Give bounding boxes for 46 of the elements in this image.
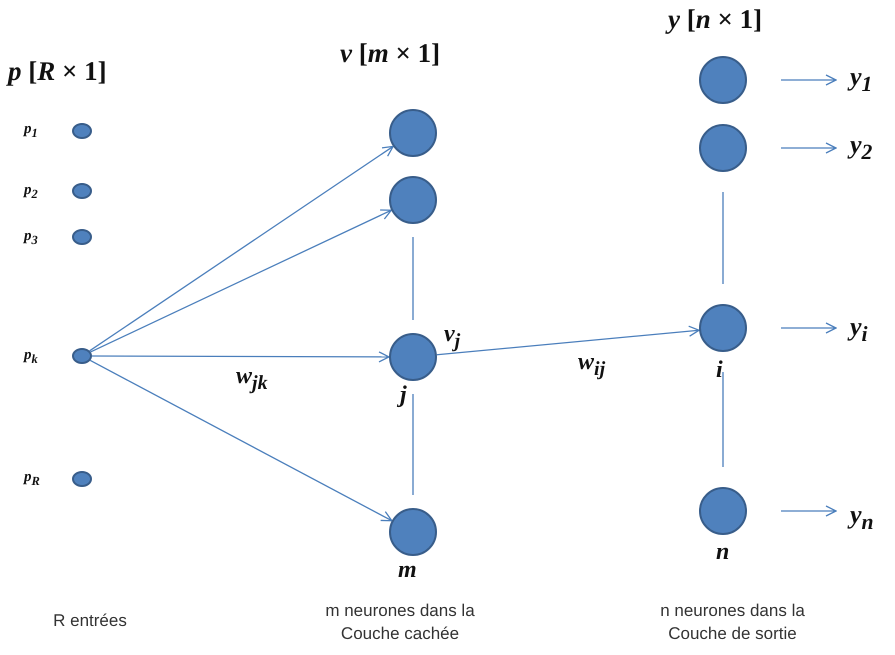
arrow [781,142,837,154]
neuron-circle [699,487,747,535]
neuron-circle [699,56,747,104]
weight-label: w$_{ij}$ [578,350,606,379]
arrow [92,351,390,363]
neuron-index-label: i [716,358,723,382]
connector-line [412,394,414,495]
neuron-index-label: v$_{j}$ [444,322,460,351]
connector-line [412,237,414,320]
neuron-circle [389,176,437,224]
output-label: y$_{n}$ [850,500,874,529]
output-label: y$_{2}$ [850,130,872,159]
neuron-index-label: m [398,558,417,582]
neuron-circle [389,109,437,157]
input-label: p$_{R}$ [24,470,40,488]
arrow [436,326,700,356]
input-node-dot [72,348,92,364]
input-node-dot [72,229,92,245]
input-node-dot [72,123,92,139]
neuron-index-label: n [716,540,730,564]
arrow [90,360,392,522]
arrow [781,322,837,334]
arrow [90,209,392,353]
vector-dimension-label: v [m × 1] [340,40,440,67]
weight-label: w$_{jk}$ [236,364,268,393]
connector-line [722,192,724,284]
arrow [781,505,837,517]
vector-dimension-label: p [R × 1] [8,58,107,85]
neuron-circle [699,124,747,172]
layer-caption: m neurones dans la Couche cachée [324,600,476,645]
neuron-circle [699,304,747,352]
layer-caption: n neurones dans la Couche de sortie [659,600,806,645]
input-label: p$_{k}$ [24,348,38,366]
connector-line [722,372,724,467]
output-label: y$_{i}$ [850,312,868,341]
arrow [781,74,837,86]
layer-caption: R entrées [52,610,128,632]
input-label: p$_{1}$ [24,122,38,140]
neuron-circle [389,333,437,381]
output-label: y$_{1}$ [850,62,872,91]
neuron-circle [389,508,437,556]
arrow [89,146,394,352]
input-label: p$_{2}$ [24,183,38,200]
input-label: p$_{3}$ [24,229,38,246]
input-node-dot [72,183,92,199]
input-node-dot [72,471,92,487]
